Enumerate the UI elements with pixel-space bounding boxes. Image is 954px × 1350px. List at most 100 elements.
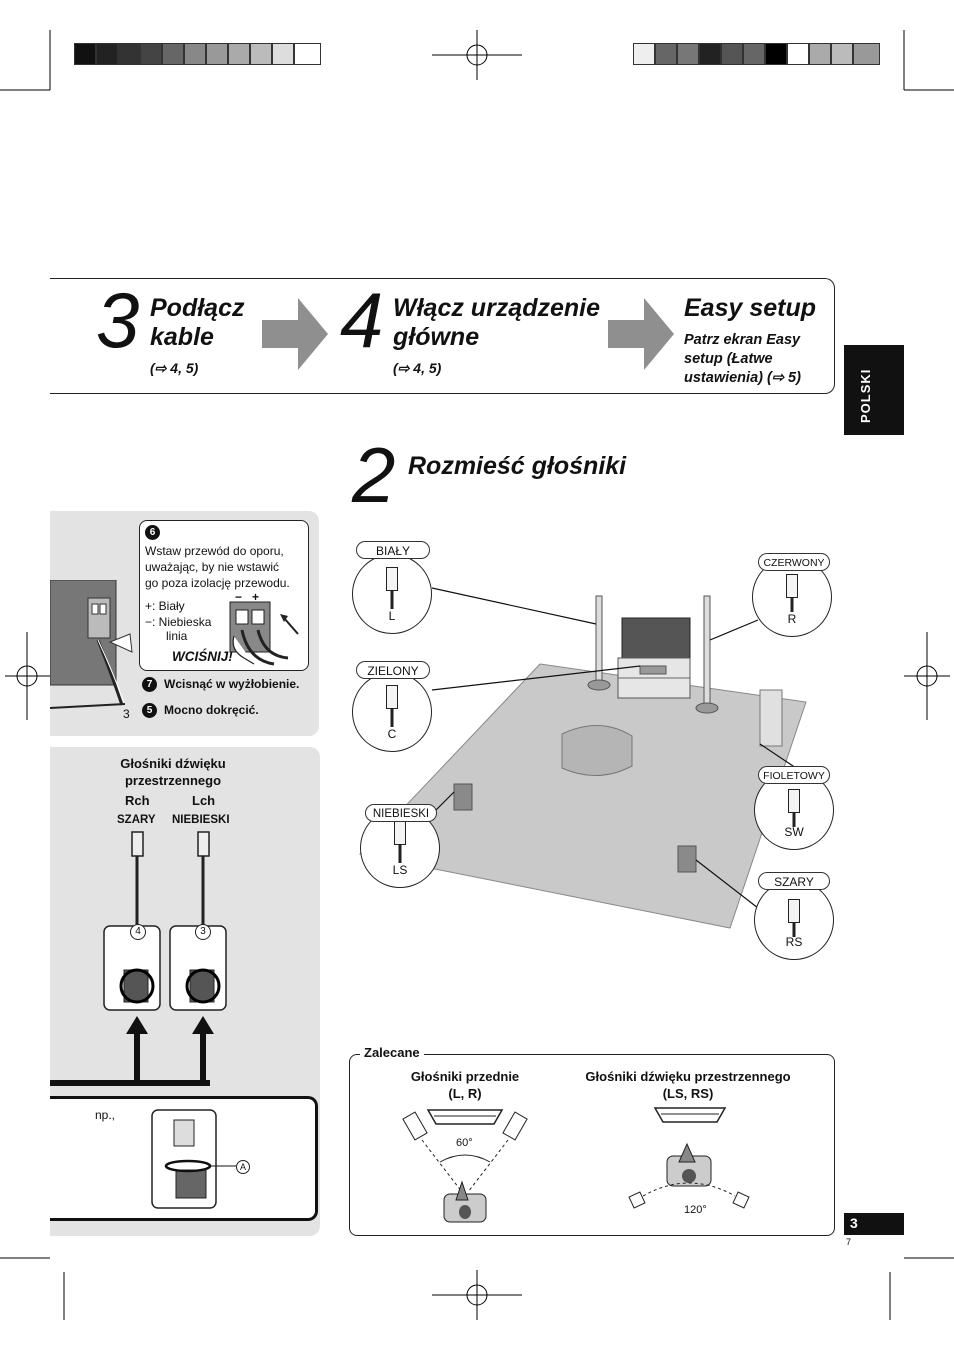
speaker-circle-rs: RS <box>754 880 834 960</box>
surround-speakers-illustration <box>100 830 230 1095</box>
recommended-box <box>349 1054 835 1236</box>
push-label: WCIŚNIJ! <box>172 649 233 664</box>
easy-setup-desc: Patrz ekran Easy setup (Łatwe ustawienia… <box>684 331 801 388</box>
example-marker-label: A <box>239 1162 246 1172</box>
plug-icon <box>788 789 800 813</box>
speaker-color-l: BIAŁY <box>356 541 430 559</box>
step5-text: Mocno dokręcić. <box>164 703 259 717</box>
step6-line2: uważając, by nie wstawić <box>145 560 280 574</box>
step6-badge-number: 6 <box>149 527 156 538</box>
easy-setup-line3: ustawienia) (⇨ 5) <box>684 370 801 386</box>
step3-title: Podłącz kable <box>150 294 244 352</box>
step3-title-line1: Podłącz <box>150 294 245 322</box>
easy-setup-line2: setup (Łatwe <box>684 351 773 367</box>
lch-color: NIEBIESKI <box>172 814 230 826</box>
step3-number: 3 <box>96 276 140 364</box>
surround-speakers-title: Głośniki dźwięku przestrzennego (LS, RS) <box>568 1068 808 1102</box>
connector-line <box>50 1080 210 1086</box>
plug-wire <box>792 919 796 937</box>
lch-badge-number: 3 <box>200 926 206 937</box>
example-speaker-illustration <box>150 1108 250 1217</box>
room-layout-illustration <box>340 530 840 975</box>
polarity-minus-line2: linia <box>166 629 188 643</box>
polarity-plus: +: Biały <box>145 599 185 613</box>
section2-title: Rozmieść głośniki <box>408 452 627 480</box>
step6-line1: Wstaw przewód do oporu, <box>145 544 284 558</box>
recommended-title: Zalecane <box>360 1045 424 1060</box>
step6-text: Wstaw przewód do oporu, uważając, by nie… <box>145 543 290 591</box>
front-speakers-title: Głośniki przednie (L, R) <box>395 1068 535 1102</box>
rch-color: SZARY <box>117 814 156 826</box>
plug-icon <box>386 567 398 591</box>
terminal-signs: − + <box>235 590 260 604</box>
surround-placement-diagram <box>625 1104 755 1219</box>
step5-badge-number: 5 <box>146 705 153 716</box>
page-number: 3 <box>850 1215 858 1231</box>
surround-angle-label: 120° <box>684 1204 707 1216</box>
front-placement-diagram <box>400 1104 530 1233</box>
surround-title-line1: Głośniki dźwięku <box>120 756 226 771</box>
step5-badge: 5 <box>142 703 157 718</box>
lch-label: Lch <box>192 793 216 808</box>
lch-badge: 3 <box>195 924 211 940</box>
terminal-closeup <box>228 600 306 675</box>
step4-title-line1: Włącz urządzenie <box>393 294 600 322</box>
step4-title-line2: główne <box>393 323 480 351</box>
front-title-line1: Głośniki przednie <box>410 1069 520 1084</box>
step6-callout <box>139 520 309 671</box>
example-marker: A <box>236 1160 250 1174</box>
easy-setup-line1: Patrz ekran Easy <box>684 332 801 348</box>
plug-wire <box>790 594 794 612</box>
step4-title: Włącz urządzenie główne <box>393 294 600 352</box>
plug-wire <box>792 809 796 827</box>
step3-ref: (⇨ 4, 5) <box>150 360 199 376</box>
plug-icon <box>786 574 798 598</box>
easy-setup-title: Easy setup <box>684 294 817 322</box>
surround-rec-line2: (LS, RS) <box>662 1086 714 1101</box>
step7-badge-number: 7 <box>146 679 153 690</box>
step4-ref: (⇨ 4, 5) <box>393 360 442 376</box>
example-label: np., <box>95 1108 116 1122</box>
surround-title-line2: przestrzennego <box>124 773 222 788</box>
page-sub-number: 7 <box>846 1237 852 1247</box>
speaker-channel-l: L <box>388 609 396 623</box>
arrow-right-icon <box>608 298 674 375</box>
speaker-channel-r: R <box>787 612 797 626</box>
front-title-line2: (L, R) <box>448 1086 482 1101</box>
surround-rec-line1: Głośniki dźwięku przestrzennego <box>585 1069 791 1084</box>
plug-wire <box>390 591 394 609</box>
rch-badge-number: 4 <box>135 926 141 937</box>
speaker-color-rs: SZARY <box>758 872 830 890</box>
surround-title: Głośniki dźwięku przestrzennego <box>100 755 246 789</box>
plug-wire <box>390 709 394 727</box>
speaker-color-sw: FIOLETOWY <box>758 766 830 784</box>
rch-label: Rch <box>125 793 150 808</box>
arrow-right-icon <box>262 298 328 375</box>
speaker-channel-ls: LS <box>392 863 408 877</box>
step7-badge: 7 <box>142 677 157 692</box>
plug-wire <box>398 845 402 863</box>
plug-icon <box>788 899 800 923</box>
speaker-channel-rs: RS <box>785 935 803 949</box>
rch-badge: 4 <box>130 924 146 940</box>
page-number-tab: 3 <box>844 1213 904 1235</box>
polarity-minus: −: Niebieska <box>145 615 212 629</box>
speaker-circle-c: C <box>352 672 432 752</box>
plug-icon <box>394 821 406 845</box>
speaker-channel-sw: SW <box>784 825 804 839</box>
speaker-color-r: CZERWONY <box>758 553 830 571</box>
step3-title-line2: kable <box>150 323 214 351</box>
inset-small-number: 3 <box>123 707 130 721</box>
step6-line3: go poza izolację przewodu. <box>145 576 290 590</box>
speaker-channel-c: C <box>387 727 397 741</box>
language-tab-label: POLSKI <box>858 368 873 423</box>
step4-number: 4 <box>340 276 384 364</box>
speaker-color-ls: NIEBIESKI <box>365 804 437 822</box>
plug-icon <box>386 685 398 709</box>
speaker-circle-l: L <box>352 554 432 634</box>
step7-text: Wcisnąć w wyżłobienie. <box>164 677 300 691</box>
speaker-back-illustration <box>49 579 150 725</box>
step6-badge: 6 <box>145 525 160 540</box>
section2-number: 2 <box>352 431 396 519</box>
